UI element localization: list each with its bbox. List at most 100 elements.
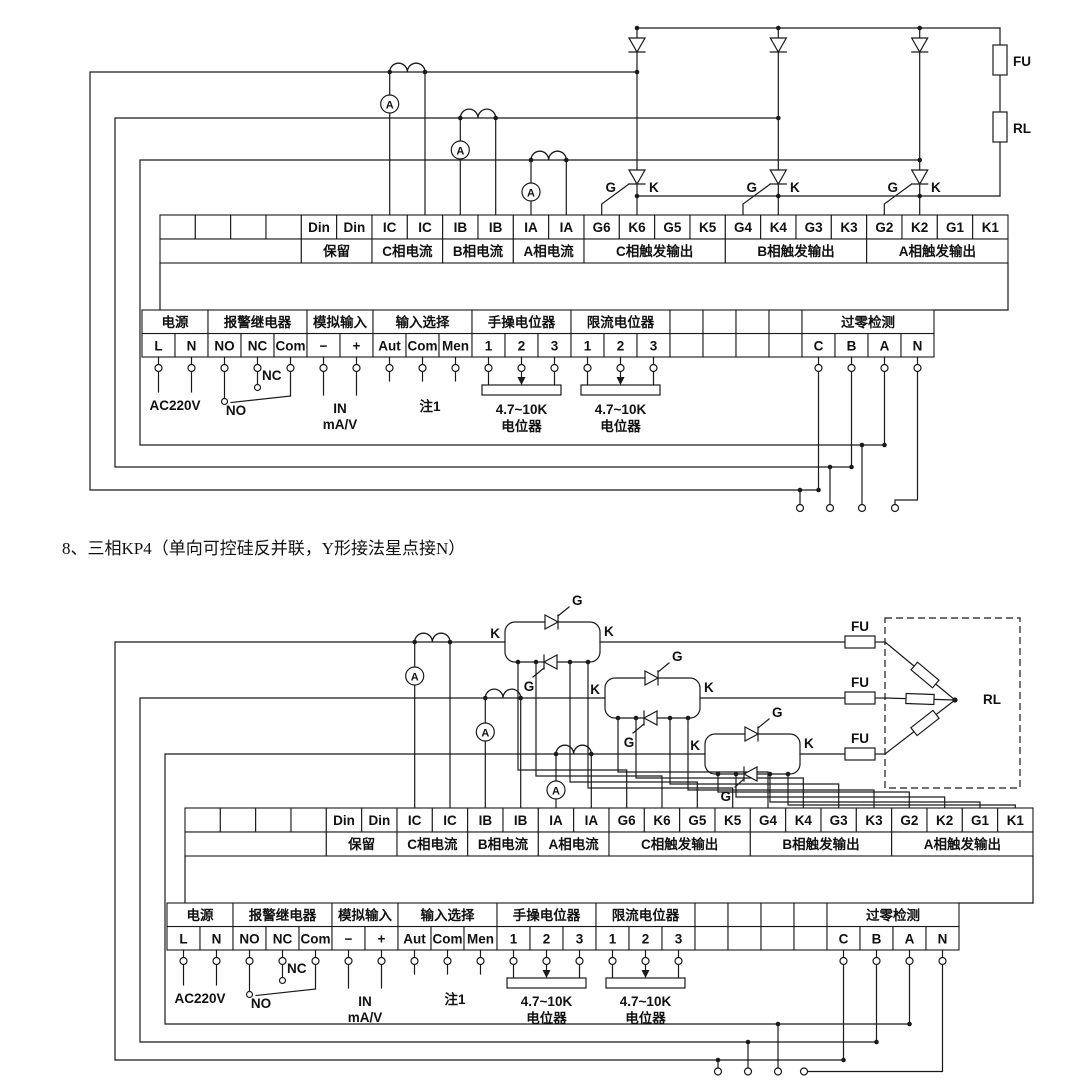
- terminal-group-cell: [608, 831, 751, 857]
- terminal-label: 2: [617, 338, 625, 353]
- terminal-cell: [727, 925, 762, 951]
- relay-contact-icon: [245, 976, 287, 999]
- load-label: RL: [1013, 121, 1031, 136]
- terminal-label: NO: [239, 931, 259, 946]
- terminal-group-label: C相电流: [382, 243, 433, 259]
- relay-no-label: NO: [251, 996, 271, 1011]
- terminal-group-label: A相触发输出: [924, 836, 1001, 852]
- terminal-group-cell: [159, 238, 302, 264]
- terminal-cell: [654, 214, 691, 240]
- ammeter-label: A: [527, 188, 535, 200]
- terminal-label: 3: [675, 931, 683, 946]
- terminal-label: K6: [628, 220, 646, 235]
- terminal-label: Aut: [403, 931, 426, 946]
- thyristor-pair-icon: [604, 662, 701, 734]
- terminal-pin: [311, 956, 320, 966]
- terminal-cell: [502, 807, 539, 833]
- fuse-box: [844, 747, 876, 761]
- terminal-cell: [714, 807, 751, 833]
- terminal-label: G3: [805, 220, 824, 235]
- analog-input-label: IN: [333, 401, 347, 416]
- terminal-group-cell: [300, 238, 373, 264]
- terminal-cell: [230, 214, 267, 240]
- terminal-label: L: [179, 931, 187, 946]
- terminal-label: K4: [770, 220, 788, 235]
- terminal-group-label: 电源: [187, 907, 214, 923]
- terminal-group-label: 保留: [322, 243, 350, 259]
- terminal-label: NC: [248, 338, 268, 353]
- gate-label: G: [572, 593, 583, 608]
- terminal-cell: [159, 214, 196, 240]
- terminal-pin: [847, 363, 856, 373]
- d1-wires: [89, 27, 1009, 506]
- terminal-label: Din: [343, 220, 365, 235]
- terminal-cell: [477, 214, 514, 240]
- terminal-label: Din: [368, 813, 390, 828]
- terminal-pin: [451, 363, 460, 373]
- terminal-label: −: [345, 931, 353, 946]
- terminal-group-label: B相触发输出: [782, 836, 859, 852]
- terminal-cell: [290, 807, 327, 833]
- terminal-label: 2: [518, 338, 526, 353]
- terminal-label: Men: [442, 338, 469, 353]
- terminal-cell: [396, 807, 433, 833]
- load-label: RL: [983, 692, 1001, 707]
- terminal-group-label: 过零检测: [841, 314, 895, 330]
- junction-dots: [387, 25, 922, 493]
- terminal-group-cell: [768, 309, 803, 335]
- terminal-cell: [760, 925, 795, 951]
- pot-name-label: 电位器: [600, 418, 641, 434]
- terminal-group-cell: [891, 831, 1034, 857]
- terminal-cell: [669, 332, 704, 358]
- gate-label: G: [720, 789, 731, 804]
- ammeter-label: A: [411, 672, 419, 684]
- relay-contact-icon: [220, 383, 262, 406]
- thyristor-pair-icon: [504, 606, 601, 678]
- terminal-label: −: [320, 338, 328, 353]
- gate-label: G: [605, 180, 616, 195]
- fuse-box: [844, 691, 876, 705]
- relay-nc-label: NC: [262, 368, 282, 383]
- potentiometer-icon: [605, 970, 686, 989]
- terminal-pin: [410, 956, 419, 966]
- ct-coil-icon: [389, 62, 426, 73]
- terminal-cell: [961, 807, 999, 833]
- ammeter-label: A: [386, 100, 394, 112]
- terminal-group-cell: [442, 238, 514, 264]
- pot-name-label: 电位器: [501, 418, 542, 434]
- terminal-pin: [385, 363, 394, 373]
- terminal-group-cell: [735, 309, 770, 335]
- terminal-cell: [512, 214, 550, 240]
- terminal-cell: [855, 807, 893, 833]
- terminal-label: K5: [699, 220, 717, 235]
- terminal-cell: [255, 807, 292, 833]
- scr-icon: [769, 169, 788, 186]
- note-label: 注1: [444, 991, 465, 1007]
- terminal-group-label: B相触发输出: [757, 243, 834, 259]
- terminal-label: 1: [510, 931, 518, 946]
- terminal-group-label: 输入选择: [396, 314, 450, 330]
- terminal-label: A: [905, 931, 915, 946]
- terminal-pin: [550, 363, 559, 373]
- terminal-label: NO: [214, 338, 234, 353]
- ammeter-label: A: [481, 728, 489, 740]
- relay-nc-label: NC: [287, 961, 307, 976]
- terminal-group-cell: [669, 309, 704, 335]
- terminal-label: N: [212, 931, 222, 946]
- terminal-cell: [972, 214, 1009, 240]
- terminal-label: IA: [585, 813, 599, 828]
- terminal-label: N: [938, 931, 948, 946]
- terminal-group-cell: [749, 831, 893, 857]
- terminal-group-label: A相电流: [549, 836, 600, 852]
- terminal-label: N: [913, 338, 923, 353]
- terminal-label: K4: [795, 813, 813, 828]
- terminal-pin: [212, 956, 221, 966]
- terminal-group-label: 保留: [347, 836, 375, 852]
- terminal-pin: [352, 363, 361, 373]
- terminal-label: Com: [408, 338, 438, 353]
- terminal-label: G6: [593, 220, 612, 235]
- terminal-label: G3: [830, 813, 849, 828]
- terminal-group-cell: [801, 309, 935, 335]
- terminal-cell: [219, 807, 257, 833]
